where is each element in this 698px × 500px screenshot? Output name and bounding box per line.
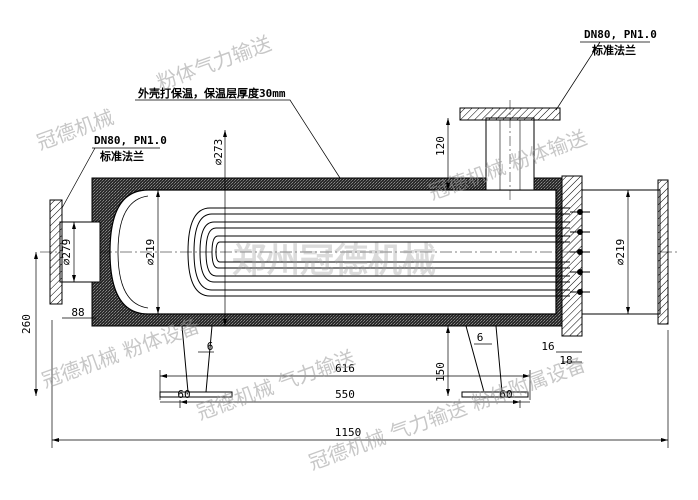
- dim-saddle-width-right: 60: [499, 388, 512, 401]
- dim-inner-diameter: ⌀219: [144, 239, 157, 266]
- dim-shell-diameter: ⌀273: [212, 139, 225, 166]
- top-outlet-nozzle: [459, 100, 561, 200]
- watermark-2: 粉体气力输送: [154, 31, 275, 95]
- dim-saddle-height: 150: [434, 362, 447, 382]
- dim-nozzle-offset: 88: [71, 306, 84, 319]
- left-flange: [49, 199, 63, 305]
- shell-interior: [109, 189, 557, 315]
- tube-sheet: [561, 175, 583, 337]
- dim-saddle-width-left: 60: [177, 388, 190, 401]
- watermark-6: 冠德机械 气力输送: [194, 345, 359, 424]
- dim-plate-right: 6: [477, 331, 484, 344]
- left-inlet-nozzle: [49, 199, 101, 305]
- right-head: [561, 175, 669, 337]
- dim-overall-length: 1150: [335, 426, 362, 439]
- dim-saddle-inner: 550: [335, 388, 355, 401]
- left-flange-standard: 标准法兰: [99, 149, 144, 163]
- dim-flange-b: 18: [559, 354, 572, 367]
- watermark-main: 郑州冠德机械: [232, 241, 436, 281]
- dim-saddle-outer: 616: [335, 362, 355, 375]
- dim-tube-bundle-diameter: ⌀219: [614, 239, 627, 266]
- top-flange-spec: DN80, PN1.0: [584, 28, 657, 41]
- dim-center-height: 260: [20, 314, 33, 334]
- annotations: 外壳打保温，保温层厚度30mm DN80, PN1.0 标准法兰 DN80, P…: [94, 28, 657, 163]
- left-flange-spec: DN80, PN1.0: [94, 134, 167, 147]
- u-tube-bundle: [187, 207, 570, 297]
- dim-inlet-diameter: ⌀279: [60, 239, 73, 266]
- dimension-labels: 1150 616 550 60 60 150 6 6 120 260 88 16…: [20, 136, 627, 439]
- watermark-1: 冠德机械: [34, 105, 117, 155]
- shell-head-line: [117, 195, 149, 309]
- insulation-note: 外壳打保温，保温层厚度30mm: [137, 86, 286, 100]
- top-flange-standard: 标准法兰: [591, 43, 636, 57]
- insulated-shell: [40, 177, 680, 327]
- right-flange: [657, 179, 669, 325]
- dimension-lines: [34, 41, 669, 448]
- dim-plate-left: 6: [207, 340, 214, 353]
- dim-flange-a: 16: [541, 340, 554, 353]
- dim-nozzle-height: 120: [434, 136, 447, 156]
